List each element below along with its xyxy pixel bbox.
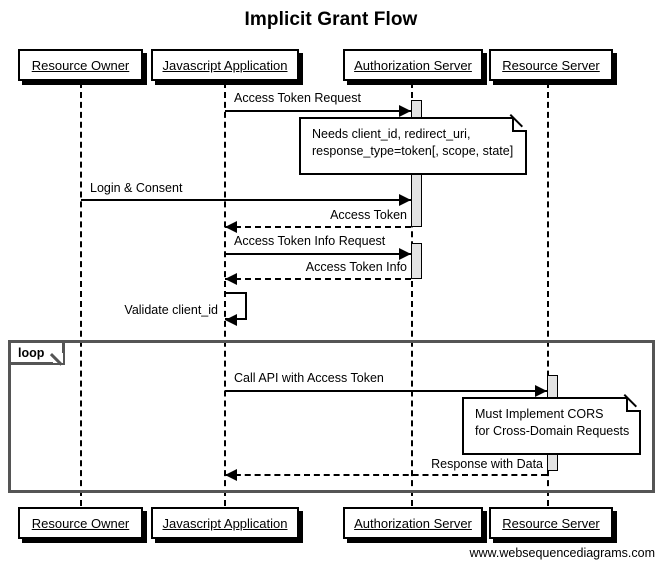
message-arrowhead-validate-client-id (225, 314, 237, 326)
note-fold-corner-icon (512, 117, 527, 132)
participant-box-authorization-server-bottom[interactable]: Authorization Server (343, 507, 483, 539)
note-authorization-params-line-2: response_type=token[, scope, state] (312, 144, 514, 158)
activation-authorization-server-2 (411, 243, 422, 279)
message-arrowhead-access-token-info-request (399, 248, 411, 260)
page-title: Implicit Grant Flow (244, 9, 418, 30)
lifeline-resource-server (547, 82, 549, 506)
message-label-response-with-data: Response with Data (431, 457, 543, 471)
message-label-validate-client-id: Validate client_id (124, 303, 218, 317)
participant-label-authorization-server-bottom: Authorization Server (354, 515, 472, 531)
message-label-access-token-info-request: Access Token Info Request (234, 234, 386, 248)
message-label-call-api-with-access-token: Call API with Access Token (234, 371, 384, 385)
note-cors-line-1: Must Implement CORS (475, 407, 604, 421)
message-line-access-token (225, 226, 411, 228)
lifeline-authorization-server (411, 82, 413, 506)
note-cors-line-2: for Cross-Domain Requests (475, 424, 630, 438)
lifeline-resource-owner (80, 82, 82, 506)
message-line-response-with-data (225, 474, 547, 476)
participant-box-resource-server-top[interactable]: Resource Server (489, 49, 613, 81)
participant-box-resource-owner-top[interactable]: Resource Owner (18, 49, 143, 81)
note-authorization-params-line-1: Needs client_id, redirect_uri, (312, 127, 471, 141)
participant-label-javascript-application-bottom: Javascript Application (162, 515, 288, 531)
note-fold-corner-icon (626, 397, 641, 412)
message-label-login-and-consent: Login & Consent (90, 181, 183, 195)
message-arrowhead-access-token-info (225, 273, 237, 285)
message-arrowhead-login-and-consent (399, 194, 411, 206)
message-arrowhead-call-api-with-access-token (535, 385, 547, 397)
note-authorization-params: Needs client_id, redirect_uri, response_… (299, 117, 527, 175)
participant-box-resource-server-bottom[interactable]: Resource Server (489, 507, 613, 539)
message-line-login-and-consent (81, 199, 411, 201)
message-label-access-token-info: Access Token Info (305, 260, 407, 274)
participant-label-javascript-application: Javascript Application (162, 57, 288, 73)
message-label-access-token-request: Access Token Request (234, 91, 361, 105)
message-arrowhead-access-token (225, 221, 237, 233)
participant-label-authorization-server: Authorization Server (354, 57, 472, 73)
loop-fragment (8, 340, 655, 493)
loop-fragment-operator-tab: loop (11, 343, 65, 365)
message-line-access-token-info (225, 278, 411, 280)
message-line-access-token-info-request (225, 253, 411, 255)
message-arrowhead-response-with-data (225, 469, 237, 481)
note-cors: Must Implement CORS for Cross-Domain Req… (462, 397, 641, 455)
participant-label-resource-server: Resource Server (502, 57, 600, 73)
participant-box-javascript-application-bottom[interactable]: Javascript Application (151, 507, 299, 539)
message-line-call-api-with-access-token (225, 390, 547, 392)
participant-label-resource-server-bottom: Resource Server (502, 515, 600, 531)
lifeline-javascript-application (224, 82, 226, 506)
participant-box-authorization-server-top[interactable]: Authorization Server (343, 49, 483, 81)
participant-box-javascript-application-top[interactable]: Javascript Application (151, 49, 299, 81)
footer-credit: www.websequencediagrams.com (469, 546, 655, 560)
loop-fragment-operator-label: loop (18, 345, 45, 360)
message-arrowhead-access-token-request (399, 105, 411, 117)
message-label-access-token: Access Token (330, 208, 407, 222)
loop-tab-corner-fold (53, 353, 63, 363)
participant-box-resource-owner-bottom[interactable]: Resource Owner (18, 507, 143, 539)
message-line-access-token-request (225, 110, 411, 112)
participant-label-resource-owner: Resource Owner (31, 57, 130, 73)
participant-label-resource-owner-bottom: Resource Owner (31, 515, 130, 531)
